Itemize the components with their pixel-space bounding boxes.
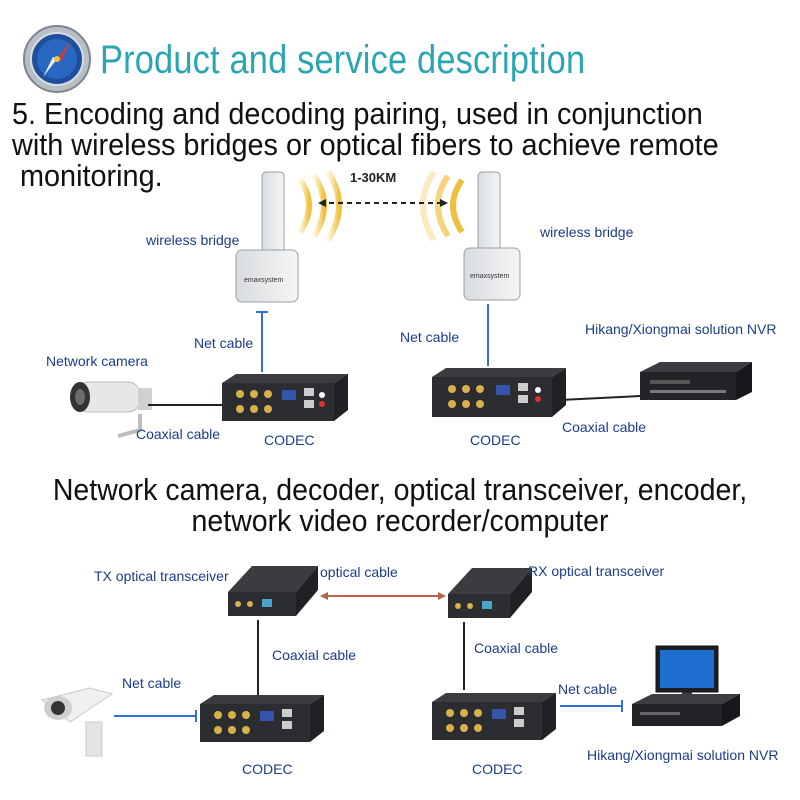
diagram-1: emaxsystem emaxsystem 1-30KM	[46, 170, 776, 448]
nvr-computer-device	[632, 645, 740, 726]
subtitle-line-1: Network camera, decoder, optical transce…	[52, 472, 748, 507]
nvr-label-bottom: Hikang/Xiongmai solution NVR	[587, 747, 778, 763]
network-camera-device	[70, 381, 152, 438]
coax-right-label-2: Coaxial cable	[474, 640, 558, 656]
rx-label: RX optical transceiver	[528, 563, 665, 579]
distance-label: 1-30KM	[350, 170, 396, 185]
intro-line-3: monitoring.	[12, 158, 163, 193]
bridge-right-label: wireless bridge	[539, 224, 634, 240]
codec-right-label: CODEC	[470, 432, 521, 448]
network-camera-device-2	[40, 687, 114, 757]
wireless-bridge-right: emaxsystem	[463, 171, 521, 301]
codec-device-right-2	[432, 693, 556, 740]
codec-device-left-2	[200, 695, 324, 742]
net-cable-left-label-2: Net cable	[122, 675, 181, 691]
intro-text: 5. Encoding and decoding pairing, used i…	[12, 98, 719, 191]
tx-transceiver-device	[228, 566, 318, 616]
codec-device-left	[222, 374, 348, 421]
coax-left-label-2: Coaxial cable	[272, 647, 356, 663]
bridge-brand-left: emaxsystem	[244, 277, 283, 284]
codec-left-label: CODEC	[264, 432, 315, 448]
compass-logo-icon	[23, 25, 91, 93]
diagram-2: TX optical transceiver RX optical transc…	[40, 563, 778, 777]
camera-label: Network camera	[46, 353, 148, 369]
net-cable-right-label: Net cable	[400, 329, 459, 345]
bridge-brand-right: emaxsystem	[470, 273, 509, 280]
codec-left-label-2: CODEC	[242, 761, 293, 777]
page-title: Product and service description	[100, 38, 586, 82]
wireless-signal-icon	[297, 170, 465, 242]
codec-right-label-2: CODEC	[472, 761, 523, 777]
intro-line-1: 5. Encoding and decoding pairing, used i…	[12, 96, 703, 131]
bridge-left-label: wireless bridge	[145, 232, 240, 248]
tx-label: TX optical transceiver	[94, 568, 229, 584]
net-cable-left-label: Net cable	[194, 335, 253, 351]
rx-transceiver-device	[448, 568, 532, 618]
codec-device-right	[432, 368, 566, 417]
coax-right-label: Coaxial cable	[562, 419, 646, 435]
nvr-label-top: Hikang/Xiongmai solution NVR	[585, 321, 776, 337]
wireless-bridge-left: emaxsystem	[235, 171, 299, 303]
intro-line-2: with wireless bridges or optical fibers …	[12, 127, 719, 162]
net-cable-right-label-2: Net cable	[558, 681, 617, 697]
diagram-2-heading: Network camera, decoder, optical transce…	[0, 474, 800, 536]
coax-left-label: Coaxial cable	[136, 426, 220, 442]
nvr-device	[640, 362, 752, 400]
optical-cable-label: optical cable	[320, 564, 398, 580]
subtitle-line-2: network video recorder/computer	[191, 503, 609, 538]
